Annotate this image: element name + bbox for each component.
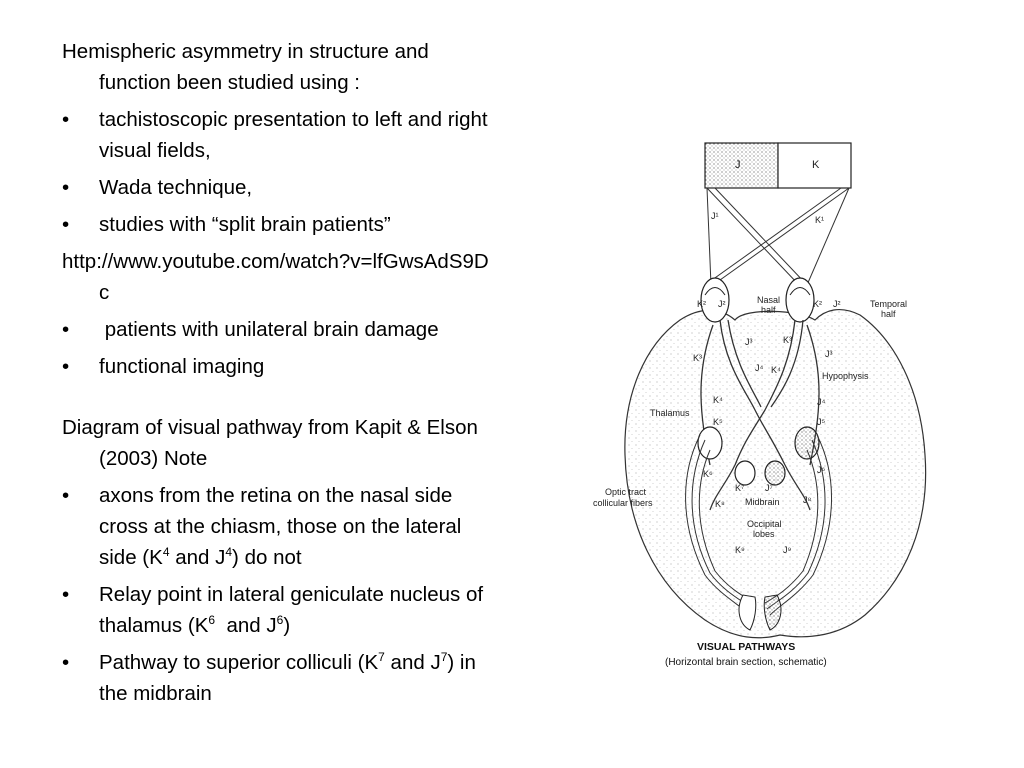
bullet-text: patients with unilateral brain damage — [99, 318, 439, 341]
note-text: and J — [215, 614, 277, 637]
temporal-label-line1: Temporal — [870, 299, 907, 309]
bullet-dot: • — [62, 355, 70, 378]
mark-k1: K¹ — [815, 215, 824, 225]
note-text: axons from the retina on the nasal side … — [99, 484, 462, 569]
bullet-dot: • — [62, 484, 70, 507]
mark-k4-left: K⁴ — [713, 395, 723, 405]
bullet-item: •Pathway to superior colliculi (K7 and J… — [62, 647, 492, 709]
mark-j2-left: J² — [718, 299, 726, 309]
bullet-item: • studies with “split brain patients” — [62, 209, 492, 240]
right-occipital-cortex — [763, 594, 782, 631]
visual-pathways-diagram: J K — [593, 142, 927, 668]
bullet-text: studies with “split brain patients” — [99, 213, 391, 236]
occipital-label-line1: Occipital — [747, 519, 782, 529]
mark-k2-right: K² — [813, 299, 822, 309]
note-text: ) — [283, 614, 291, 637]
note-text: and J — [169, 546, 226, 569]
bullet-text: axons from the retina on the nasal side … — [99, 484, 461, 569]
optic-tract-label-line1: Optic tract — [605, 487, 647, 497]
mark-j9: J⁹ — [783, 545, 792, 555]
bullet-dot: • — [62, 651, 70, 674]
light-rays — [704, 187, 850, 286]
text-column: Hemispheric asymmetry in structure and f… — [62, 36, 492, 715]
note-text: ) in the midbrain — [99, 651, 476, 705]
mark-j2-right: J² — [833, 299, 841, 309]
spacer — [62, 388, 492, 412]
right-colliculus — [764, 460, 786, 486]
figure-caption-subtitle: (Horizontal brain section, schematic) — [665, 657, 827, 668]
superscript: 4 — [225, 545, 233, 560]
bullet-text: Relay point in lateral geniculate nucleu… — [99, 583, 483, 637]
field-label-k: K — [812, 159, 820, 171]
mark-k3-right: K³ — [783, 335, 792, 345]
mark-j3: J³ — [745, 337, 753, 347]
right-eye — [785, 277, 815, 323]
note-text: Pathway to superior colliculi (K — [99, 651, 379, 674]
mark-j8: J⁸ — [803, 495, 812, 505]
bullet-dot: • — [62, 318, 70, 341]
intro-paragraph: Hemispheric asymmetry in structure and f… — [62, 40, 429, 94]
field-label-j: J — [735, 159, 741, 171]
optic-tract-label-line2: collicular fibers — [593, 498, 653, 508]
bullet-text: functional imaging — [99, 355, 265, 378]
superscript: 6 — [276, 613, 284, 628]
note-text: Relay point in lateral geniculate nucleu… — [99, 583, 484, 637]
left-lgn — [697, 426, 723, 460]
mark-j4: J⁴ — [755, 363, 764, 373]
mark-j7: J⁷ — [765, 483, 773, 493]
right-lens — [789, 287, 811, 296]
superscript: 4 — [162, 545, 170, 560]
mark-k8: K⁸ — [715, 499, 725, 509]
bullet-item: • axons from the retina on the nasal side… — [62, 480, 492, 573]
mark-j4-right: J⁴ — [817, 397, 826, 407]
bullet-item: • Relay point in lateral geniculate nucle… — [62, 579, 492, 641]
bullet-item: • Wada technique, — [62, 172, 492, 203]
visual-pathways-figure: J K — [585, 135, 935, 680]
bullet-item: • functional imaging — [62, 351, 492, 382]
note-text: ) do not — [232, 546, 302, 569]
bullet-text: Wada technique, — [99, 176, 253, 199]
left-visual-field — [704, 142, 779, 189]
left-lens — [704, 287, 726, 296]
superscript: 7 — [440, 650, 448, 665]
occipital-label-line2: lobes — [753, 529, 775, 539]
mark-j3-right: J³ — [825, 349, 833, 359]
mark-j6: J⁶ — [817, 465, 826, 475]
right-visual-field — [777, 142, 852, 189]
left-occipital-cortex — [738, 594, 757, 631]
mark-k2-left: K² — [697, 299, 706, 309]
bullet-dot: • — [62, 108, 70, 131]
mark-k6: K⁶ — [703, 469, 713, 479]
nasal-label-line1: Nasal — [757, 295, 780, 305]
diagram-intro-paragraph: Diagram of visual pathway from Kapit & E… — [62, 416, 478, 470]
nasal-label-line2: half — [761, 305, 776, 315]
figure-caption-title: VISUAL PATHWAYS — [697, 641, 795, 653]
temporal-label-line2: half — [881, 309, 896, 319]
mark-k3: K³ — [693, 353, 702, 363]
left-colliculus — [734, 460, 756, 486]
mark-j1: J¹ — [711, 211, 719, 221]
thalamus-label: Thalamus — [650, 408, 690, 418]
bullet-dot: • — [62, 213, 70, 236]
midbrain-label: Midbrain — [745, 497, 780, 507]
mark-k4: K⁴ — [771, 365, 781, 375]
hypophysis-label: Hypophysis — [822, 371, 869, 381]
bullet-text: Pathway to superior colliculi (K7 and J7… — [99, 651, 476, 705]
bullet-item: • tachistoscopic presentation to left and… — [62, 104, 492, 166]
superscript: 6 — [208, 613, 216, 628]
bullet-dot: • — [62, 176, 70, 199]
left-eye — [700, 277, 730, 323]
superscript: 7 — [378, 650, 385, 665]
bullet-item: • patients with unilateral brain damage — [62, 314, 492, 345]
right-lgn — [794, 426, 820, 460]
video-link[interactable]: http://www.youtube.com/watch?v=lfGwsAdS9… — [62, 250, 489, 304]
mark-k7: K⁷ — [735, 483, 744, 493]
bullet-text: tachistoscopic presentation to left and … — [99, 108, 488, 162]
mark-k5: K⁵ — [713, 417, 723, 427]
note-text: and J — [384, 651, 441, 674]
mark-j5: J⁵ — [817, 417, 826, 427]
bullet-dot: • — [62, 583, 70, 606]
mark-k9: K⁹ — [735, 545, 745, 555]
